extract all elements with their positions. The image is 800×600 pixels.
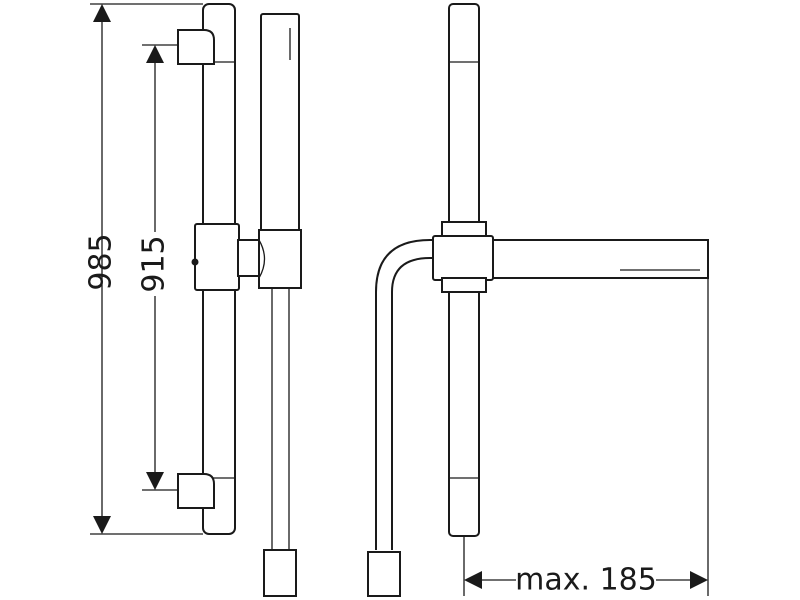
- slider-knob: [191, 258, 199, 266]
- slider-body: [194, 223, 240, 291]
- dimension-915: 915: [137, 44, 178, 491]
- side-hand-shower: [489, 239, 709, 279]
- side-hose-outer: [375, 239, 436, 550]
- side-slider-bottom: [441, 277, 487, 293]
- dimension-985-label: 985: [84, 233, 119, 290]
- hand-shower-body: [260, 13, 300, 233]
- dimension-max-185: max. 185: [463, 278, 709, 598]
- side-hose-inner: [391, 257, 436, 550]
- side-hose-nut: [367, 551, 401, 597]
- dimension-915-label: 915: [137, 235, 172, 292]
- front-view-hand-shower: [258, 13, 302, 597]
- slider-collar: [237, 239, 261, 277]
- side-view: [367, 3, 709, 597]
- dimension-185-label: max. 185: [515, 563, 657, 598]
- front-view-rail: [177, 3, 261, 535]
- hand-shower-holder: [258, 229, 302, 289]
- upper-wall-bracket: [177, 29, 215, 65]
- side-slider-body: [432, 235, 494, 281]
- dimension-985: 985: [84, 3, 203, 535]
- hose-nut: [263, 549, 297, 597]
- lower-wall-bracket: [177, 473, 215, 509]
